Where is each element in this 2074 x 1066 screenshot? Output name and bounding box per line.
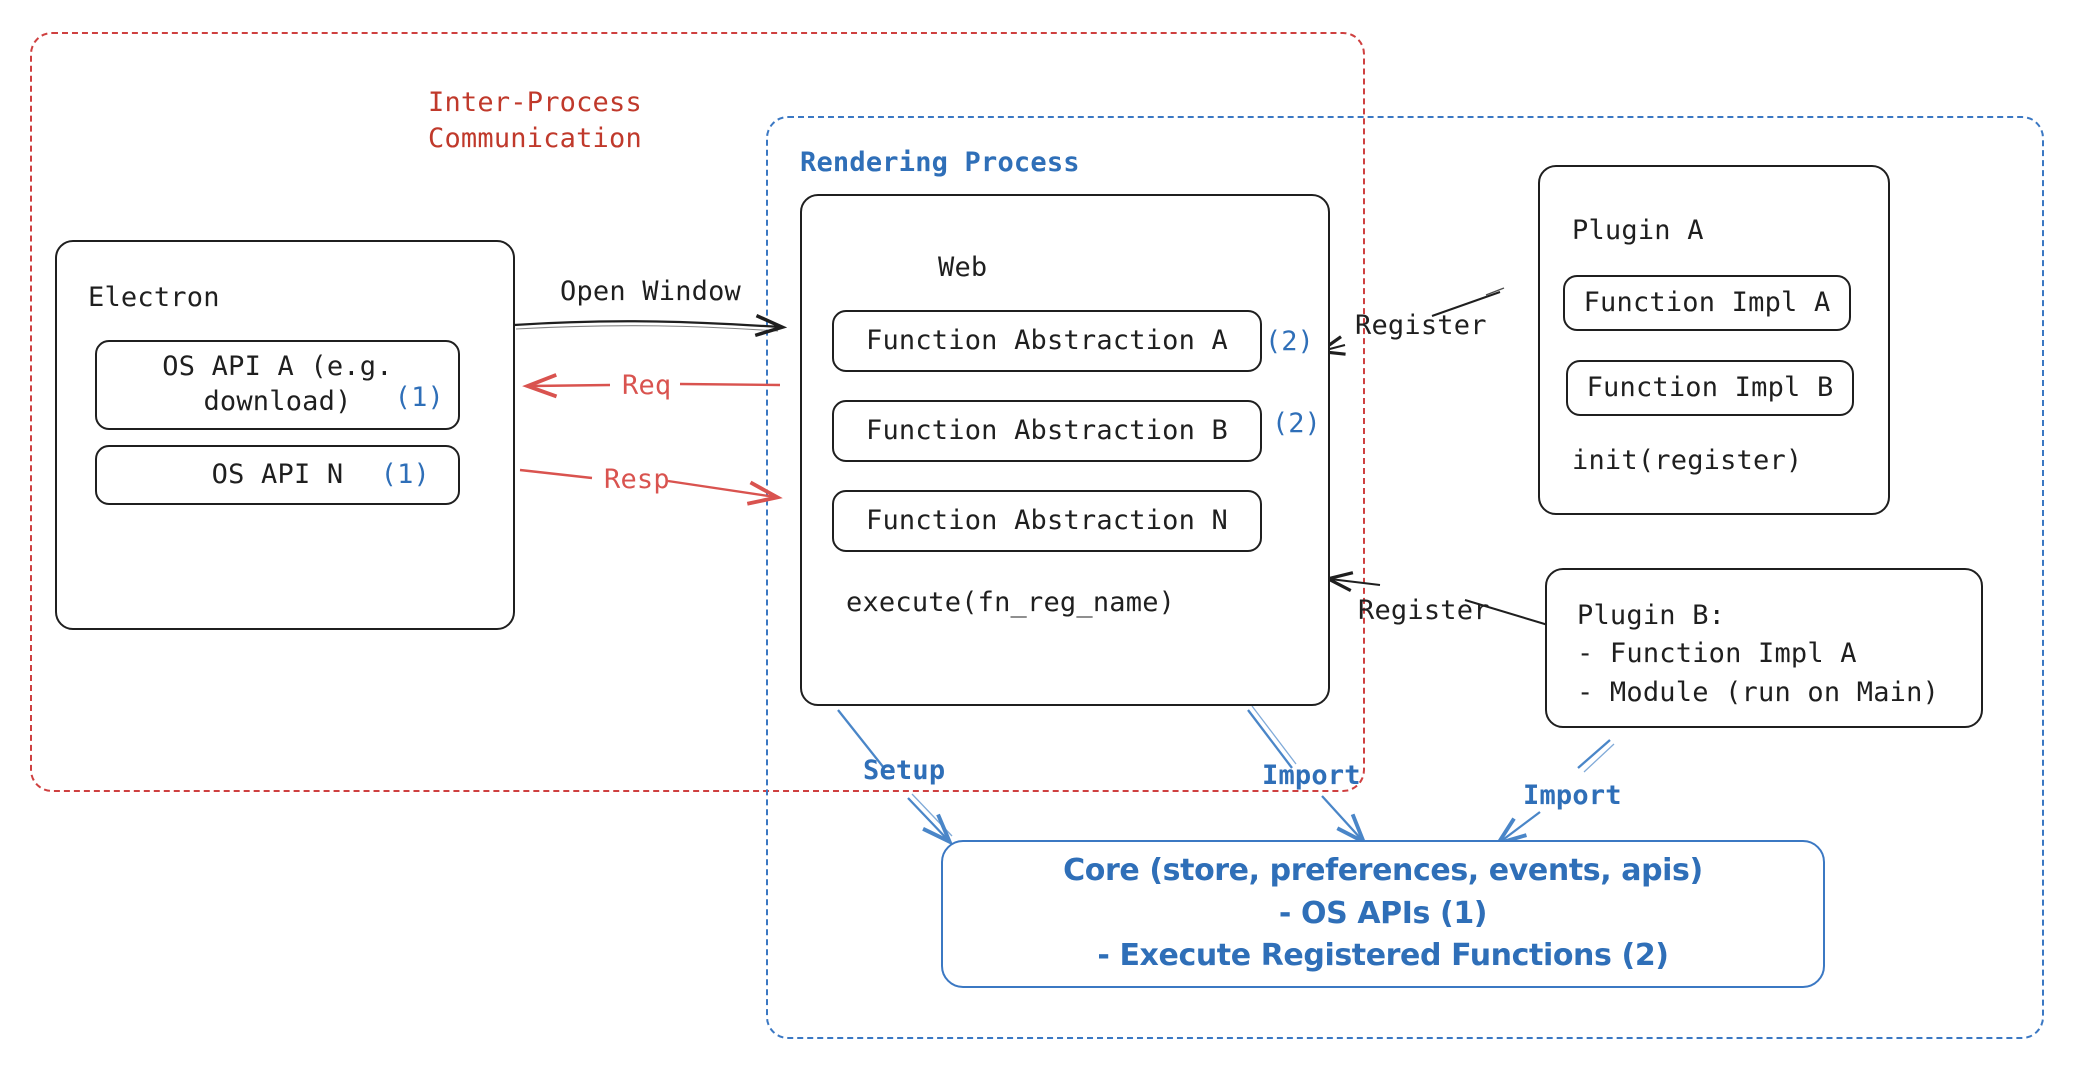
core-node[interactable]: Core (store, preferences, events, apis) … [941,840,1825,988]
rendering-process-label: Rendering Process [800,147,1080,178]
plugin-a-init-footer: init(register) [1572,445,1803,476]
plugin-b-lines: Plugin B: - Function Impl A - Module (ru… [1577,600,1940,708]
function-abstraction-a-box[interactable]: Function Abstraction A [832,310,1262,372]
plugin-b-node[interactable] [1545,568,1983,728]
function-impl-b-box[interactable]: Function Impl B [1566,360,1854,416]
edge-label-register-a: Register [1355,310,1487,341]
plugin-a-node[interactable] [1538,165,1890,515]
function-impl-a-label: Function Impl A [1583,286,1831,318]
function-abstraction-b-label: Function Abstraction B [865,414,1229,446]
web-execute-footer: execute(fn_reg_name) [846,587,1176,618]
os-api-n-box[interactable]: OS API N (1) [95,445,460,505]
electron-title: Electron [88,282,220,313]
function-abstraction-a-marker: (2) [1265,326,1314,357]
edge-label-register-b: Register [1358,595,1490,626]
function-abstraction-b-marker: (2) [1272,408,1321,439]
ipc-container [30,32,1365,792]
function-abstraction-n-label: Function Abstraction N [865,504,1229,536]
function-impl-a-box[interactable]: Function Impl A [1563,275,1851,331]
os-api-a-marker: (1) [394,382,444,414]
electron-node[interactable] [55,240,515,630]
core-line-3: - Execute Registered Functions (2) [1097,938,1669,974]
os-api-n-marker: (1) [380,458,430,490]
function-abstraction-b-box[interactable]: Function Abstraction B [832,400,1262,462]
plugin-a-title: Plugin A [1572,215,1704,246]
edge-label-import-web: Import [1262,760,1361,791]
edge-label-import-plugin-b: Import [1523,780,1622,811]
edge-label-setup: Setup [863,755,946,786]
rendering-process-container [766,116,2044,1039]
os-api-n-label: OS API N [211,458,344,490]
ipc-label: Inter-Process Communication [428,87,642,154]
os-api-a-label: OS API A (e.g. download) [162,351,393,417]
edge-label-resp: Resp [604,464,670,495]
function-abstraction-a-label: Function Abstraction A [865,324,1229,356]
edge-label-open-window: Open Window [560,276,742,307]
function-impl-b-label: Function Impl B [1586,371,1834,403]
edge-label-req: Req [622,370,672,401]
web-title: Web [938,252,988,283]
os-api-a-box[interactable]: OS API A (e.g. download) (1) [95,340,460,430]
core-line-1: Core (store, preferences, events, apis) [1063,853,1703,889]
function-abstraction-n-box[interactable]: Function Abstraction N [832,490,1262,552]
core-line-2: - OS APIs (1) [1278,895,1488,931]
